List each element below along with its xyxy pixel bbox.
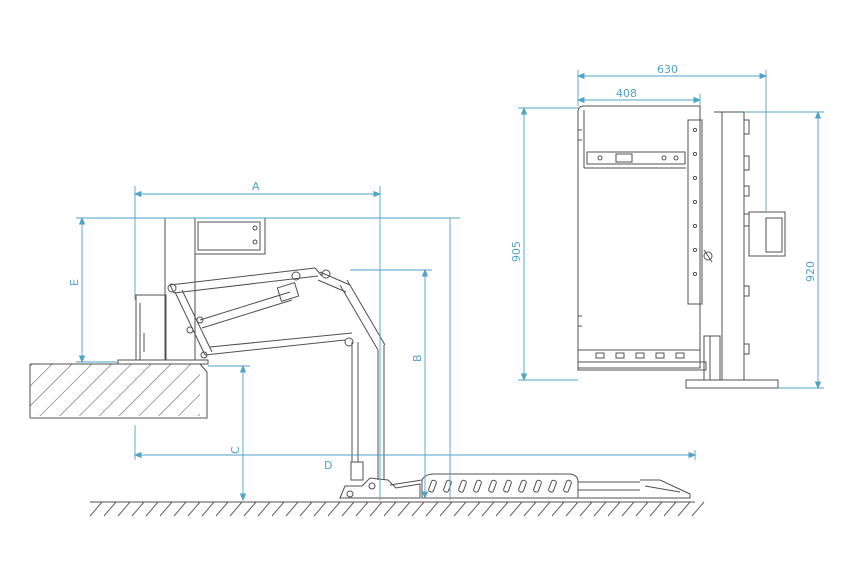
front-view: [577, 105, 786, 389]
front-dimensions: [518, 70, 824, 390]
dim-label-c: C: [229, 446, 242, 454]
drop-arm: [339, 279, 386, 481]
ramp-base: [339, 473, 691, 499]
lift-column: [117, 217, 266, 365]
ground-hatch: [89, 501, 705, 517]
side-dimensions: [76, 186, 697, 502]
dim-label-a: A: [252, 180, 260, 193]
dim-frame-height: 905: [510, 241, 523, 262]
side-dimension-labels: A E B C D: [68, 180, 424, 472]
deck-hatch: [29, 363, 208, 419]
dim-label-e: E: [68, 279, 81, 286]
side-view: [29, 217, 705, 517]
dim-label-b: B: [411, 354, 424, 362]
front-dimension-labels: 630 408 905 920: [510, 63, 817, 282]
dim-label-d: D: [324, 459, 332, 472]
lift-arms: [167, 267, 354, 359]
dim-inner-width: 408: [616, 87, 637, 100]
dim-total-height: 920: [804, 261, 817, 282]
dim-overall-width: 630: [657, 63, 678, 76]
